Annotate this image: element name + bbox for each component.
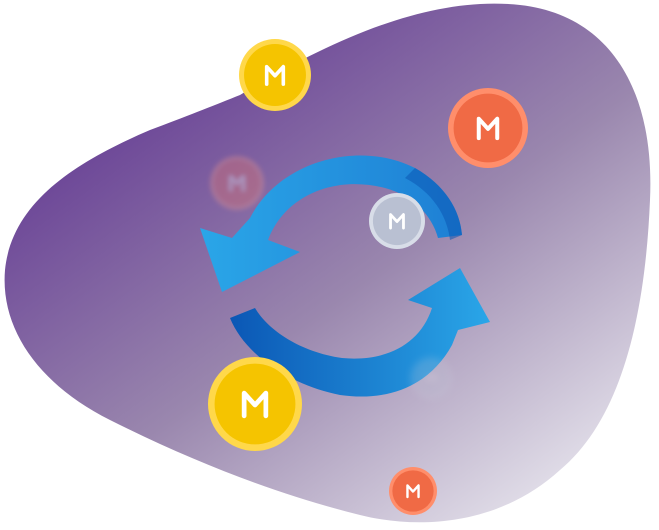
coin-letter-m <box>241 390 269 419</box>
coin-letter-m <box>425 372 437 385</box>
background-blob <box>4 3 651 523</box>
refresh-arrow-top <box>200 155 462 292</box>
m-coin-icon <box>369 193 425 249</box>
coin-letter-m <box>264 64 286 86</box>
m-coin-icon <box>208 357 302 451</box>
coin-letter-m <box>229 175 245 192</box>
m-coin-icon <box>411 358 451 398</box>
m-coin-icon <box>210 156 264 210</box>
m-coin-icon <box>239 39 311 111</box>
coin-letter-m <box>406 484 420 499</box>
m-coin-icon <box>448 88 528 168</box>
m-coin-icon <box>389 467 437 515</box>
coin-letter-m <box>476 116 500 141</box>
coins-layer <box>208 39 528 515</box>
coin-letter-m <box>389 213 405 230</box>
